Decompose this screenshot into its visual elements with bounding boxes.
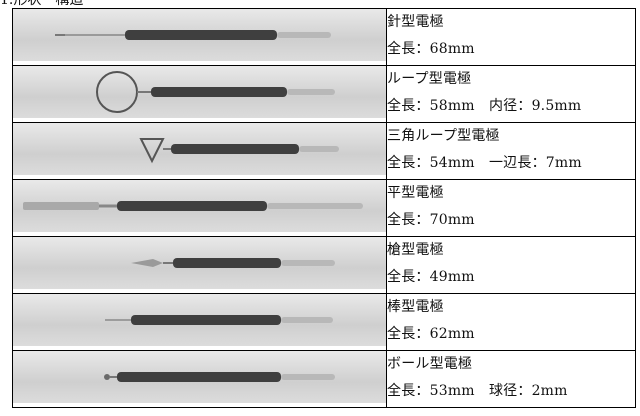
table-row: ボール型電極 全長：53mm 球径：2mm: [12, 350, 636, 408]
image-cell: [12, 236, 387, 294]
electrode-name: 三角ループ型電極: [387, 128, 500, 144]
table-row: ループ型電極 全長：58mm 内径：9.5mm: [12, 65, 636, 123]
image-cell: [12, 65, 387, 123]
electrode-name: ループ型電極: [387, 71, 472, 87]
table-row: 棒型電極 全長：62mm: [12, 293, 636, 351]
flat-electrode-photo: [13, 180, 386, 232]
electrode-table: 針型電極 全長：68mm ループ型電極 全長：58mm 内径：9.5mm: [12, 8, 636, 408]
image-cell: [12, 293, 387, 351]
ball-electrode-photo: [13, 351, 386, 403]
electrode-spec: 全長：58mm 内径：9.5mm: [387, 98, 582, 114]
image-cell: [12, 122, 387, 180]
spear-electrode-photo: [13, 237, 386, 289]
loop-electrode-photo: [13, 66, 386, 118]
electrode-name: 平型電極: [387, 185, 444, 201]
electrode-name: 槍型電極: [387, 242, 444, 258]
table-row: 平型電極 全長：70mm: [12, 179, 636, 237]
text-cell: 槍型電極 全長：49mm: [386, 236, 636, 294]
electrode-spec: 全長：62mm: [387, 326, 475, 342]
table-row: 槍型電極 全長：49mm: [12, 236, 636, 294]
electrode-spec: 全長：53mm 球径：2mm: [387, 383, 568, 399]
electrode-name: ボール型電極: [387, 356, 473, 372]
electrode-spec: 全長：70mm: [387, 212, 475, 228]
text-cell: ループ型電極 全長：58mm 内径：9.5mm: [386, 65, 636, 123]
table-row: 針型電極 全長：68mm: [12, 8, 636, 66]
text-cell: 平型電極 全長：70mm: [386, 179, 636, 237]
electrode-name: 棒型電極: [387, 299, 444, 315]
text-cell: 針型電極 全長：68mm: [386, 8, 636, 66]
image-cell: [12, 350, 387, 408]
electrode-spec: 全長：68mm: [387, 41, 475, 57]
table-row: 三角ループ型電極 全長：54mm 一辺長：7mm: [12, 122, 636, 180]
rod-electrode-photo: [13, 294, 386, 346]
electrode-spec: 全長：54mm 一辺長：7mm: [387, 155, 582, 171]
text-cell: 三角ループ型電極 全長：54mm 一辺長：7mm: [386, 122, 636, 180]
text-cell: 棒型電極 全長：62mm: [386, 293, 636, 351]
needle-electrode-photo: [13, 9, 386, 61]
section-heading: 1.形状・構造: [0, 0, 84, 8]
triangle-loop-electrode-photo: [13, 123, 386, 175]
electrode-name: 針型電極: [387, 14, 444, 30]
electrode-spec: 全長：49mm: [387, 269, 475, 285]
image-cell: [12, 8, 387, 66]
text-cell: ボール型電極 全長：53mm 球径：2mm: [386, 350, 636, 408]
image-cell: [12, 179, 387, 237]
